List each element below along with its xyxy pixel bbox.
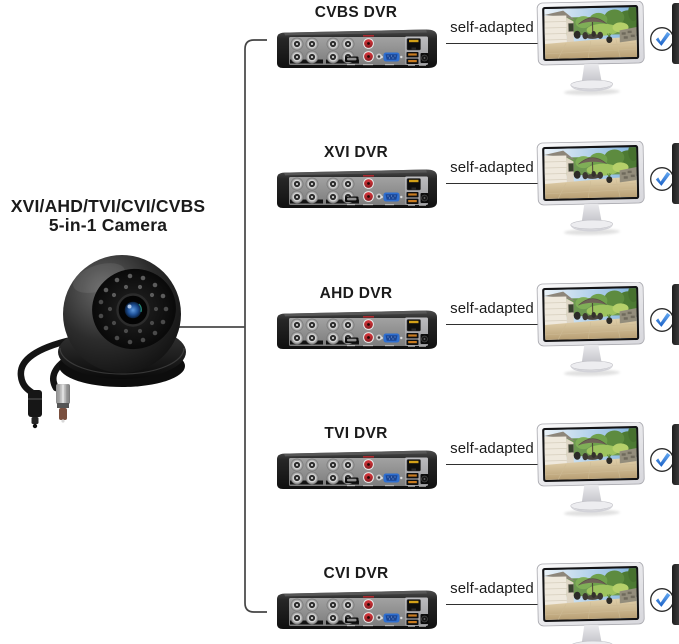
dvr-row-xvi: XVI DVR self-adapted [0,140,679,281]
dvr-rear-panel-image [276,29,438,69]
dvr-rear-panel-image [276,590,438,630]
dvr-label: XVI DVR [323,144,389,161]
dvr-rear-panel-image [276,450,438,490]
cropped-edge-artifact [672,143,679,204]
monitor-image [536,141,648,237]
power-connector-icon [28,390,42,429]
cropped-edge-artifact [672,564,679,625]
monitor-image [536,282,648,378]
dvr-label: AHD DVR [319,285,393,302]
dome-camera-image [17,255,186,429]
dvr-row-ahd: AHD DVR self-adapted [0,281,679,422]
dvr-row-cvbs: CVBS DVR self-adapted [0,0,679,141]
status-underline [446,183,538,184]
status-text: self-adapted [450,300,534,317]
dvr-rear-panel-image [276,169,438,209]
status-text: self-adapted [450,19,534,36]
ir-led-ring [98,273,169,345]
dvr-label: CVBS DVR [314,4,398,21]
camera-title-line1: XVI/AHD/TVI/CVI/CVBS [10,196,206,216]
status-text: self-adapted [450,580,534,597]
status-underline [446,464,538,465]
monitor-image [536,422,648,518]
camera-face [92,268,176,350]
status-text: self-adapted [450,159,534,176]
camera-title: XVI/AHD/TVI/CVI/CVBS 5-in-1 Camera [7,197,209,235]
camera-title-line2: 5-in-1 Camera [48,215,168,235]
cropped-edge-artifact [672,284,679,345]
status-underline [446,604,538,605]
cropped-edge-artifact [672,3,679,64]
status-underline [446,324,538,325]
cropped-edge-artifact [672,424,679,485]
monitor-image [536,562,648,644]
status-text: self-adapted [450,440,534,457]
dvr-rear-panel-image [276,310,438,350]
dvr-row-cvi: CVI DVR self-adapted [0,561,679,644]
monitor-image [536,1,648,97]
bnc-connector-icon [56,384,70,423]
dvr-row-tvi: TVI DVR self-adapted [0,421,679,562]
dvr-label: TVI DVR [324,425,388,442]
status-underline [446,43,538,44]
dvr-label: CVI DVR [323,565,389,582]
